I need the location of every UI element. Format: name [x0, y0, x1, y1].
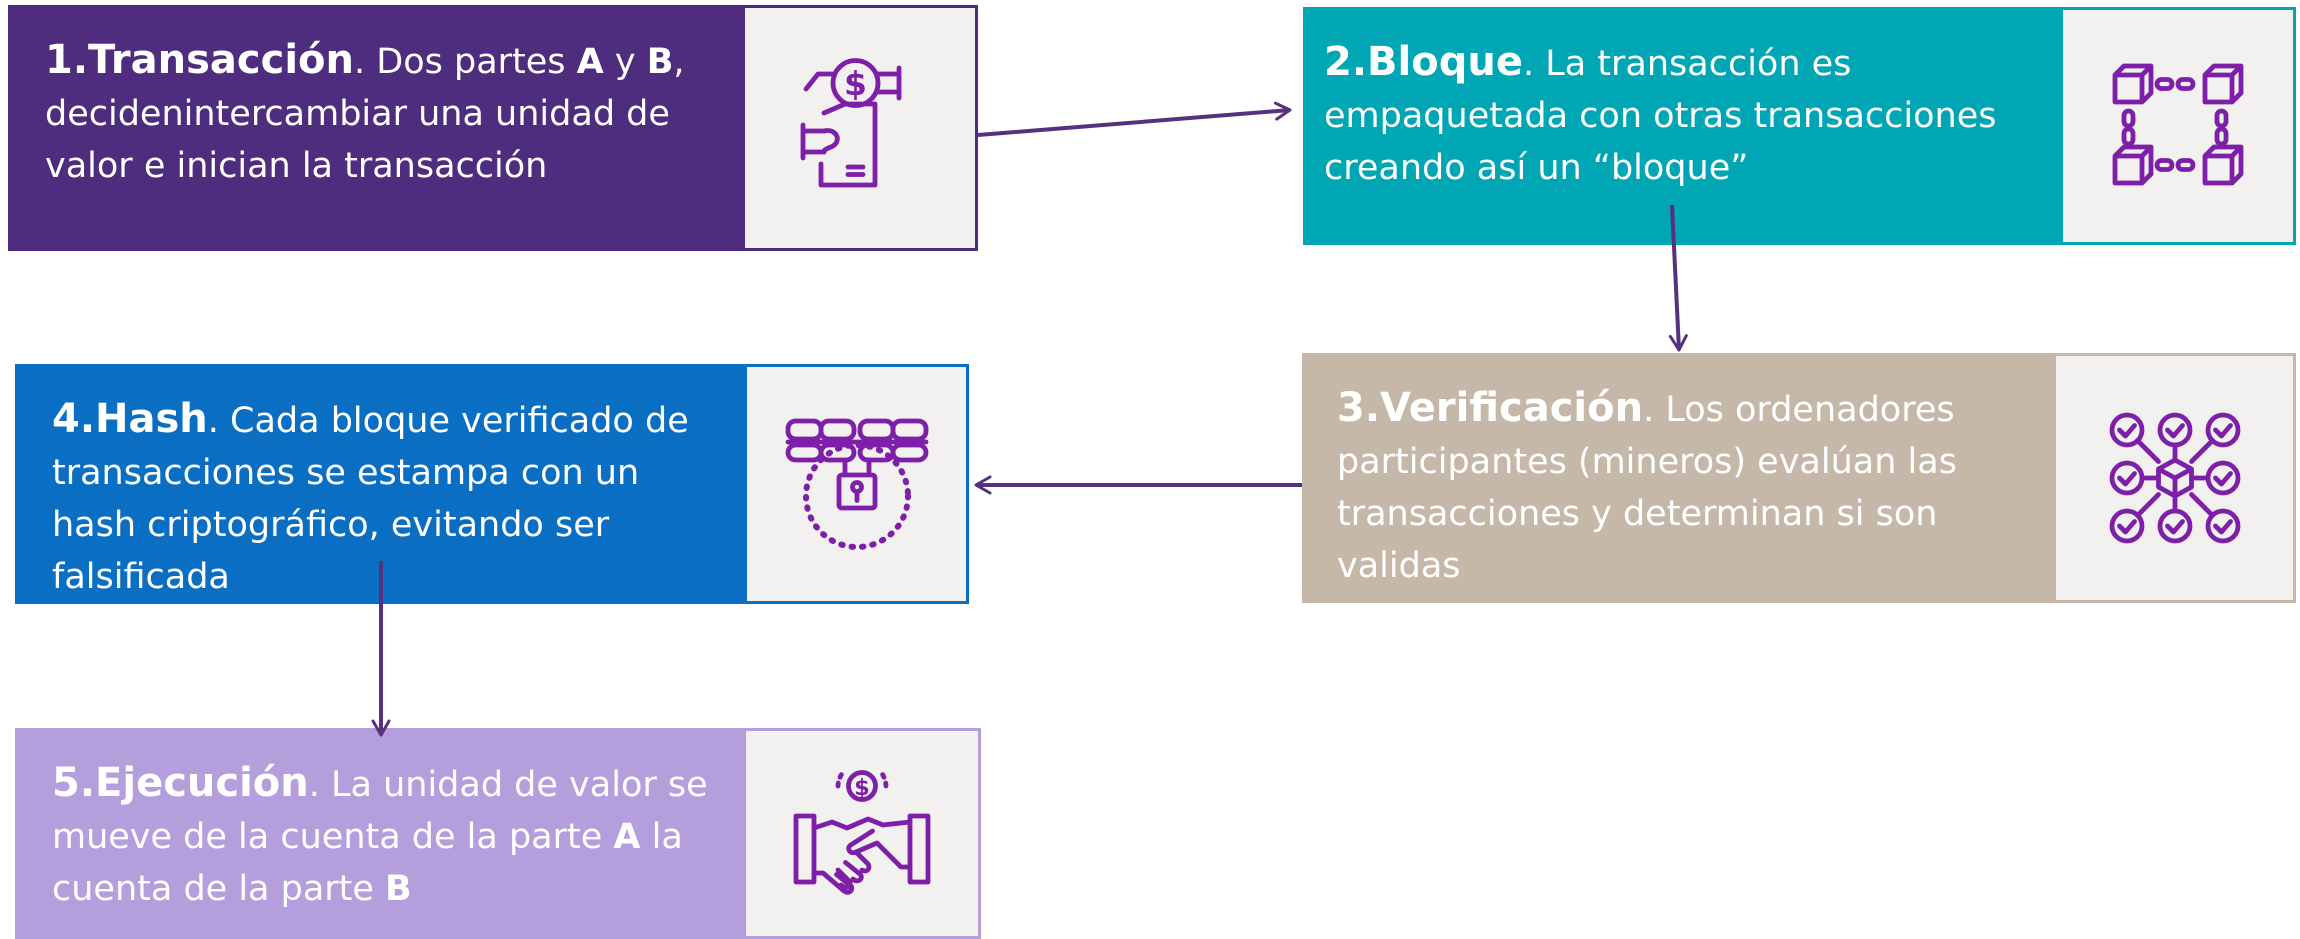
step-4-text: 4.Hash. Cada bloque verificado de transa… [52, 396, 689, 597]
arrow-1-to-2 [977, 101, 1292, 137]
step-5-card: 5.Ejecución. La unidad de valor se mueve… [15, 728, 981, 939]
arrow-2-to-3 [1668, 204, 1688, 352]
chain-lock-icon [785, 418, 928, 550]
step-5-title: 5.Ejecución [52, 760, 309, 806]
verification-network-icon [2109, 412, 2240, 544]
step-3-card: 3.Verificación. Los ordenadores particip… [1302, 353, 2296, 603]
step-1-title: 1.Transacción [45, 37, 355, 83]
step-3-title: 3.Verificación [1337, 385, 1644, 431]
svg-text:$: $ [854, 775, 870, 801]
step-5-icon-box: $ [746, 731, 978, 936]
step-4-icon-box [747, 367, 966, 601]
step-4-card: 4.Hash. Cada bloque verificado de transa… [15, 364, 969, 604]
step-1-card: 1.Transacción. Dos partes A y B, deciden… [8, 5, 978, 251]
step-2-text: 2.Bloque. La transacción es empaquetada … [1324, 39, 1997, 188]
step-2-icon-box [2063, 10, 2293, 242]
step-3-icon-box [2056, 356, 2293, 600]
money-exchange-icon: $ [800, 58, 902, 188]
step-1-text: 1.Transacción. Dos partes A y B, deciden… [45, 37, 685, 186]
svg-text:$: $ [844, 64, 867, 103]
step-3-text: 3.Verificación. Los ordenadores particip… [1337, 385, 1957, 586]
step-1-icon-box: $ [745, 8, 975, 248]
step-2-title: 2.Bloque [1324, 39, 1523, 85]
block-chain-icon [2112, 63, 2244, 186]
handshake-money-icon: $ [793, 768, 931, 895]
step-5-text: 5.Ejecución. La unidad de valor se mueve… [52, 760, 708, 909]
step-2-card: 2.Bloque. La transacción es empaquetada … [1303, 7, 2296, 245]
step-4-title: 4.Hash [52, 396, 208, 442]
